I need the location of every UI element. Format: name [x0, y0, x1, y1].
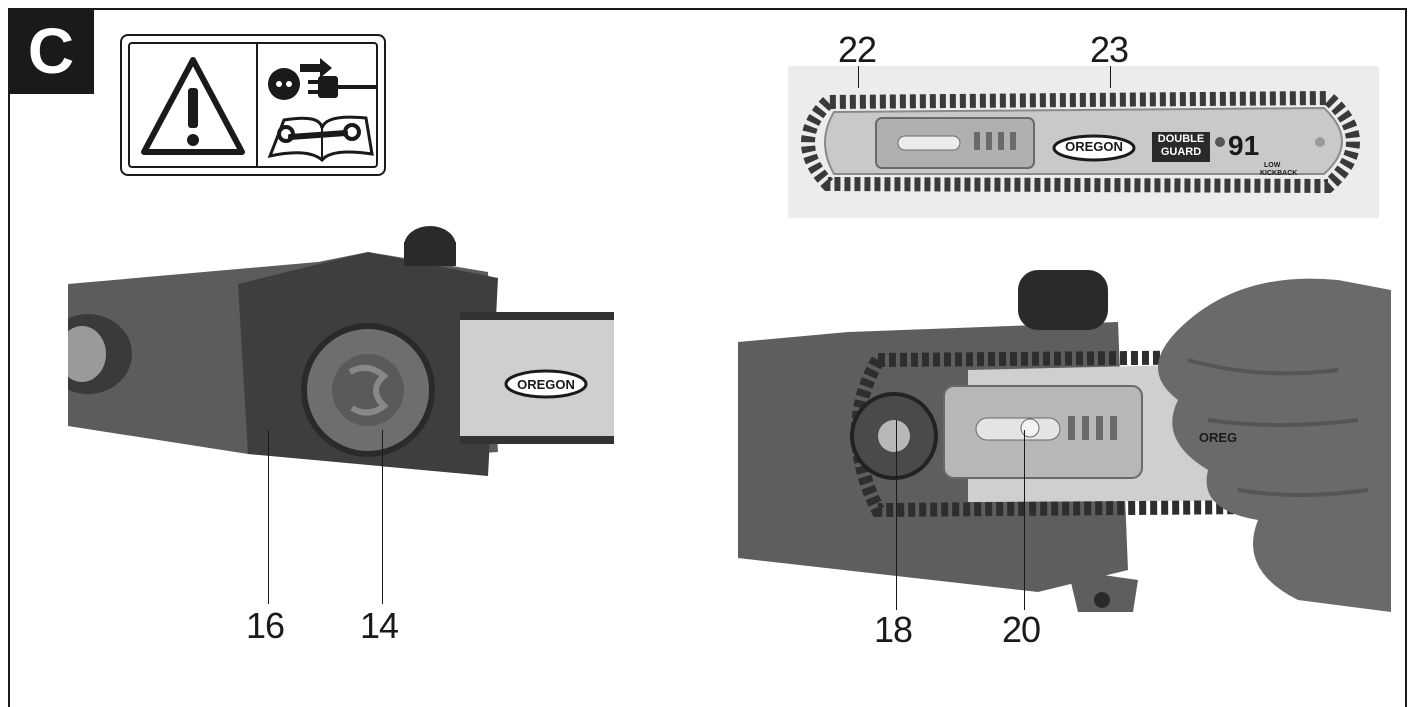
leader-line-16: [268, 430, 269, 604]
callout-16: 16: [246, 605, 285, 646]
chain-mounting-illustration: [738, 270, 1391, 612]
callout-14: 14: [360, 605, 399, 646]
leader-line-14: [382, 430, 383, 604]
chain-bar-brand: OREGON: [1065, 139, 1123, 154]
section-label: C: [8, 8, 94, 94]
warning-triangle-icon: [141, 57, 245, 155]
leader-line-18: [896, 420, 897, 610]
badge-line-2: GUARD: [1160, 146, 1202, 158]
callout-18: 18: [874, 609, 913, 650]
kickback-line-2: KICKBACK: [1260, 170, 1298, 177]
badge-line-1: DOUBLE: [1157, 133, 1205, 145]
saw-left-brand: OREGON: [517, 377, 575, 392]
leader-line-22: [858, 66, 859, 88]
chain-mounting-photo: OREG: [738, 270, 1391, 612]
unplug-icon: [268, 58, 376, 100]
kickback-line-1: LOW: [1264, 162, 1281, 169]
chain-bar-photo: OREGON DOUBLE GUARD 91 LOW KICKBACK: [788, 66, 1379, 218]
callout-20: 20: [1002, 609, 1041, 650]
callout-22: 22: [838, 29, 877, 70]
saw-head-illustration: [68, 222, 614, 504]
saw-head-photo: OREGON: [68, 222, 614, 504]
safety-panel-inner: [128, 42, 378, 168]
safety-pictogram-panel: [120, 34, 386, 176]
chain-bar-illustration: [788, 66, 1379, 218]
leader-line-23: [1110, 66, 1111, 88]
read-manual-icon: [267, 115, 374, 163]
callout-23: 23: [1090, 29, 1129, 70]
leader-line-20: [1024, 430, 1025, 610]
safety-panel-divider: [256, 44, 258, 166]
saw-right-brand: OREG: [1198, 430, 1238, 445]
chain-model-number: 91: [1228, 130, 1260, 161]
